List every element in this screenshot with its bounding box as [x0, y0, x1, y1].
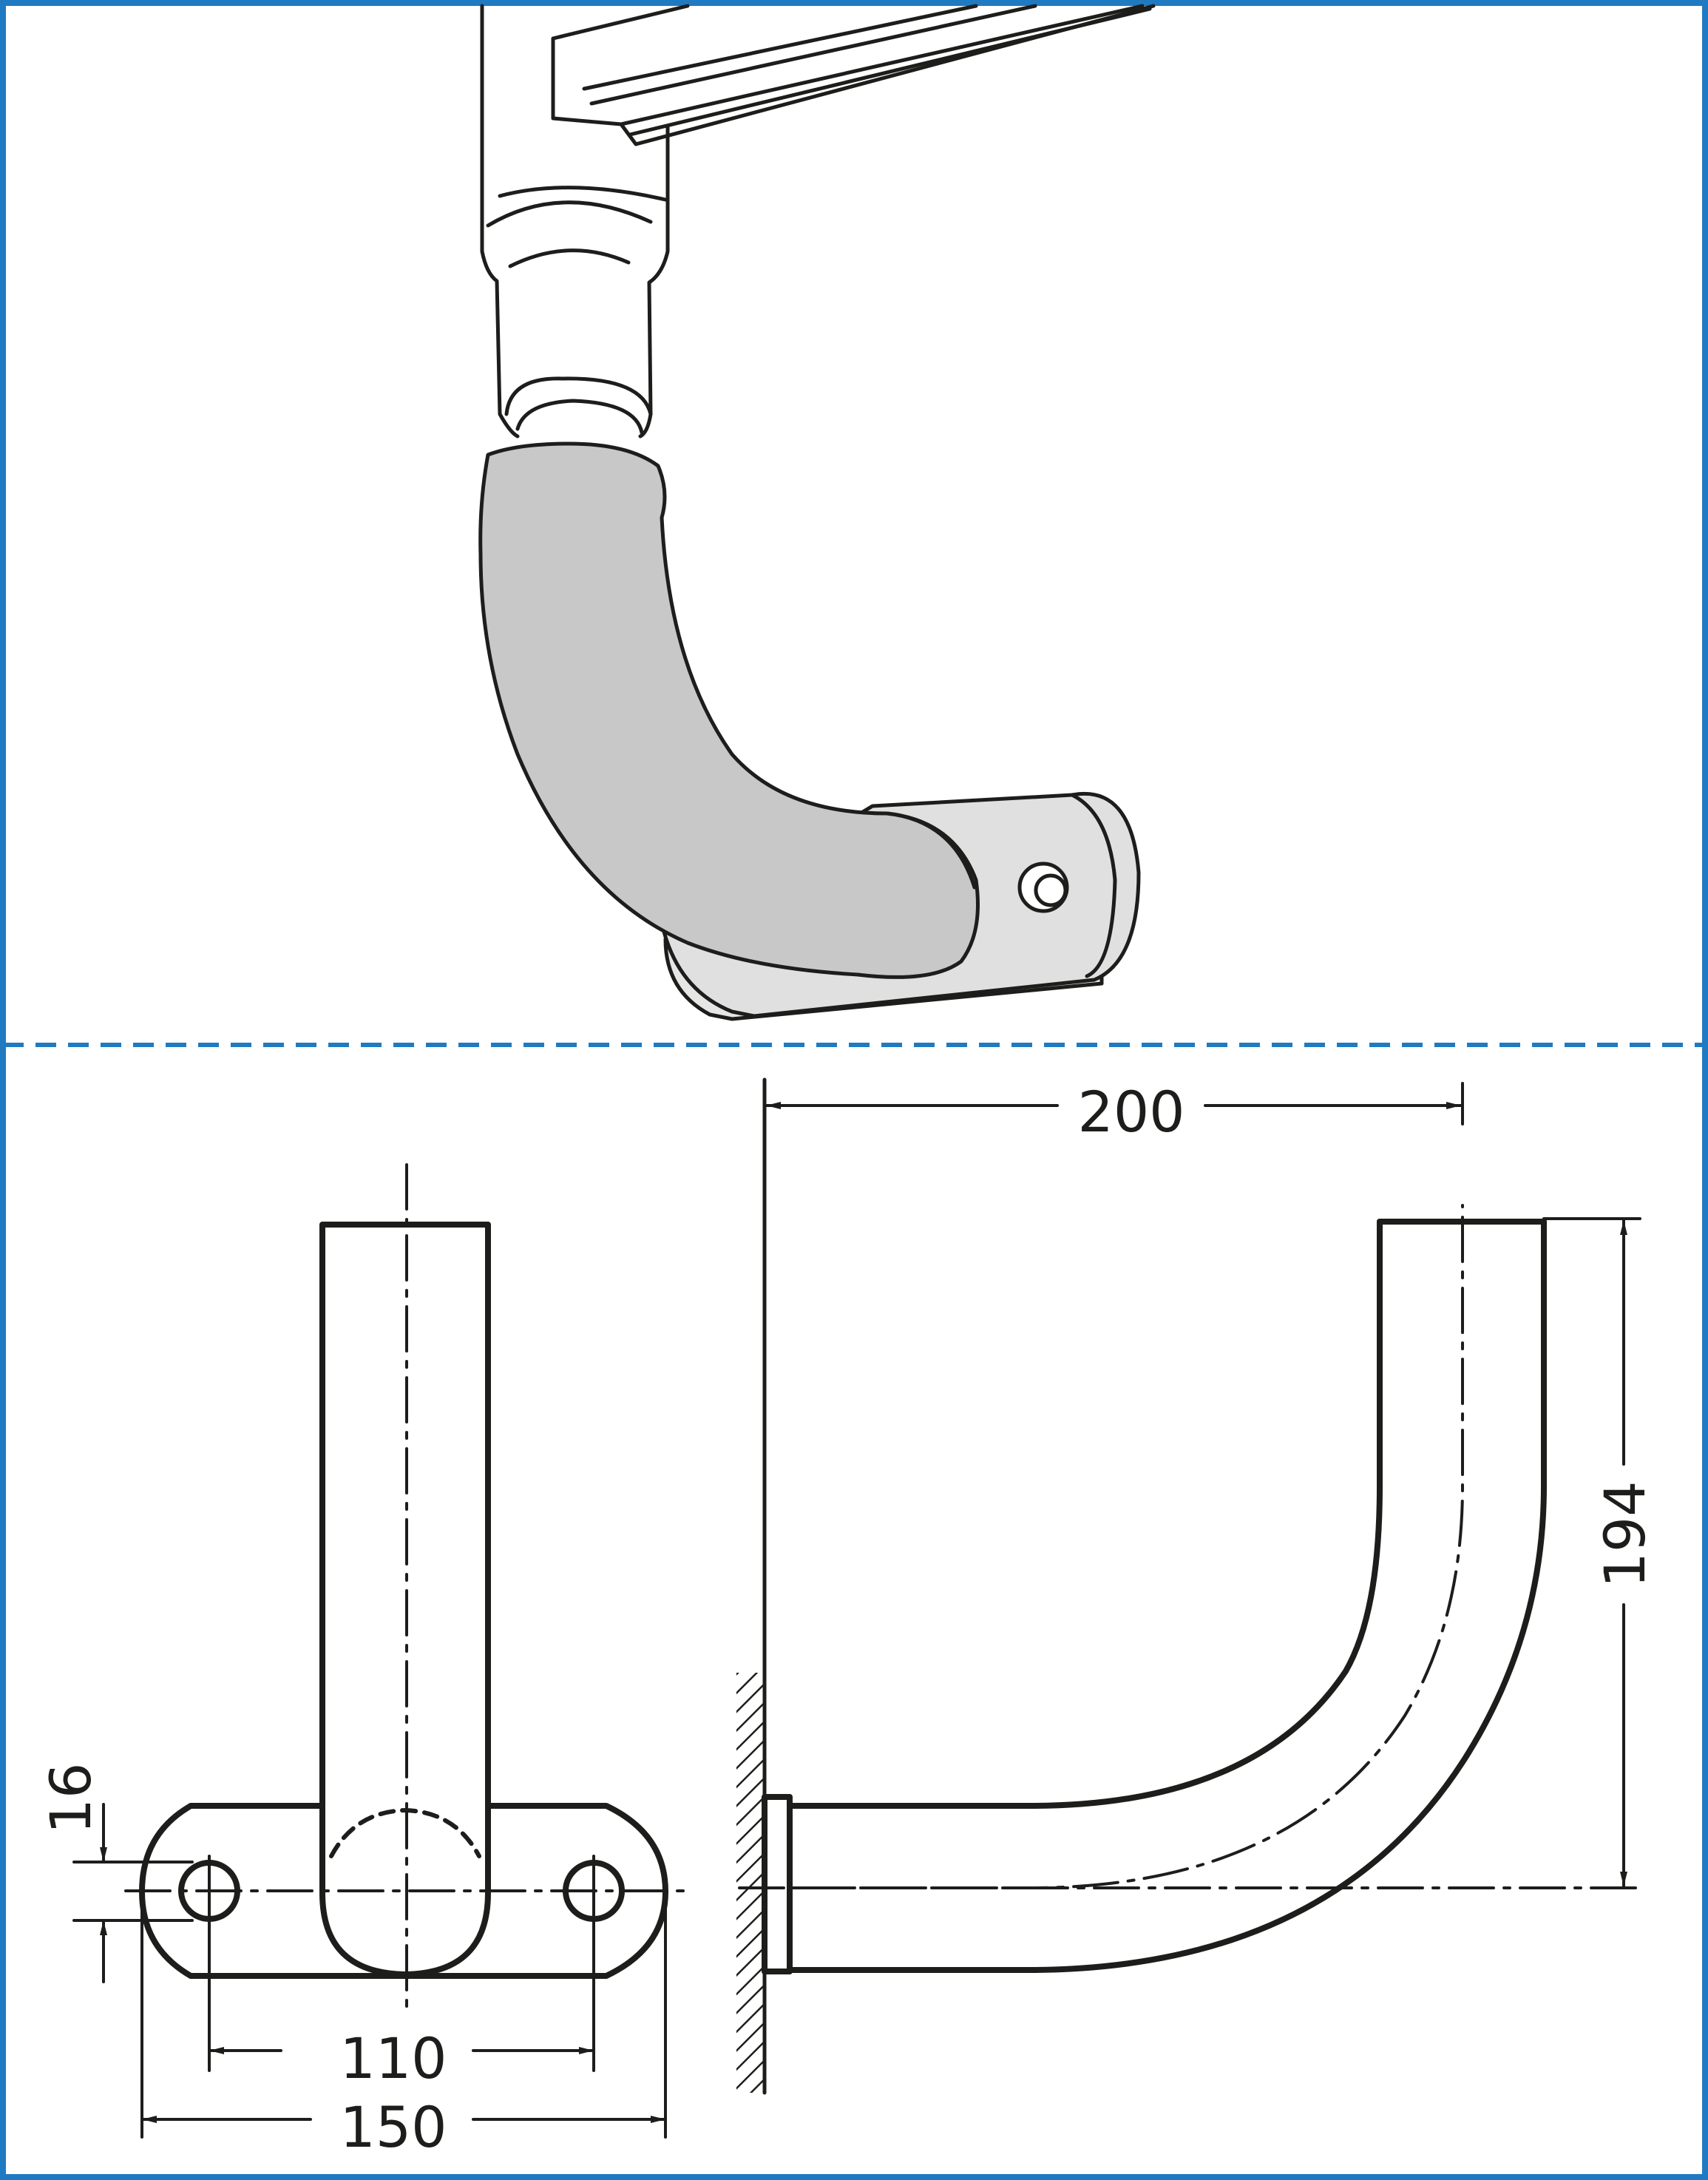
- side-tube-inner: [787, 1219, 1547, 1973]
- side-tube-centerline: [788, 1204, 1464, 1889]
- isometric-illustration: [478, 4, 1156, 1021]
- dim-200-label: 200: [1077, 1079, 1185, 1145]
- side-tube-outer: [787, 1219, 1383, 1809]
- side-mount-plate: [762, 1794, 793, 1974]
- rail-profile: [551, 4, 1156, 146]
- bent-arm: [478, 441, 980, 979]
- dim-16-label: 16: [38, 1763, 104, 1835]
- plan-view: [72, 1163, 689, 2139]
- wall-hatch: [736, 1673, 763, 2093]
- dim-194-label: 194: [1592, 1480, 1658, 1588]
- vertical-post: [480, 4, 670, 439]
- side-view: [736, 1077, 1641, 2095]
- dim-150-label: 150: [339, 2094, 447, 2160]
- dim-110-label: 110: [339, 2025, 447, 2091]
